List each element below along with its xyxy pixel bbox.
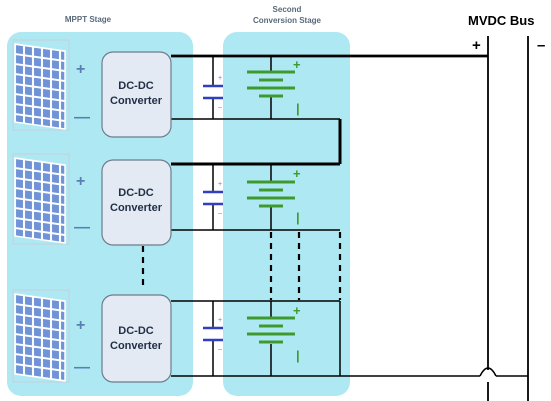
capacitor-3-plus: + [218, 317, 222, 324]
capacitor-1-plus: + [218, 75, 222, 82]
mvdc-bus-title: MVDC Bus [468, 13, 534, 28]
converter-2-line1: DC-DC [118, 187, 153, 199]
second-stage-label-line1: Second [273, 5, 302, 14]
battery-1-plus: + [293, 57, 301, 72]
pv-panel-3-minus: — [74, 359, 90, 376]
pv-panel-3-plus: + [76, 317, 85, 334]
battery-2 [247, 180, 295, 208]
mvdc-bus-plus: + [472, 37, 481, 54]
converter-3-line1: DC-DC [118, 325, 153, 337]
mppt-stage-label: MPPT Stage [65, 15, 112, 24]
bus-crossover-hop [479, 367, 497, 377]
converter-1-line2: Converter [110, 95, 163, 107]
battery-3 [247, 316, 295, 344]
battery-1-minus: | [296, 101, 300, 116]
converter-1-line1: DC-DC [118, 80, 153, 92]
mvdc-bus-minus: – [537, 37, 545, 54]
pv-panel-2 [12, 153, 70, 245]
pv-panel-3 [12, 289, 70, 383]
wiring [171, 54, 528, 377]
converter-2-line2: Converter [110, 202, 163, 214]
pv-panel-2-minus: — [74, 219, 90, 236]
dc-dc-converter-2 [101, 159, 172, 246]
pv-panel-2-plus: + [76, 173, 85, 190]
pv-panel-1-minus: — [74, 109, 90, 126]
pv-panel-1-plus: + [76, 61, 85, 78]
battery-2-plus: + [293, 166, 301, 181]
converter-3-line2: Converter [110, 340, 163, 352]
second-conversion-stage-region [223, 32, 350, 396]
capacitor-3-minus: – [218, 346, 222, 353]
battery-3-plus: + [293, 303, 301, 318]
battery-1 [247, 70, 295, 98]
battery-3-minus: | [296, 348, 300, 363]
capacitor-2-minus: – [218, 210, 222, 217]
battery-2-minus: | [296, 210, 300, 225]
dashed-continuation [141, 232, 342, 300]
capacitor-2-plus: + [218, 181, 222, 188]
dc-dc-converter-1 [101, 51, 172, 138]
capacitor-1 [203, 84, 223, 100]
capacitor-2 [203, 190, 223, 206]
capacitor-1-minus: – [218, 104, 222, 111]
capacitor-3 [203, 326, 223, 342]
dc-dc-converter-3 [101, 294, 172, 383]
second-stage-label-line2: Conversion Stage [253, 16, 322, 25]
pv-panel-1 [12, 39, 70, 131]
